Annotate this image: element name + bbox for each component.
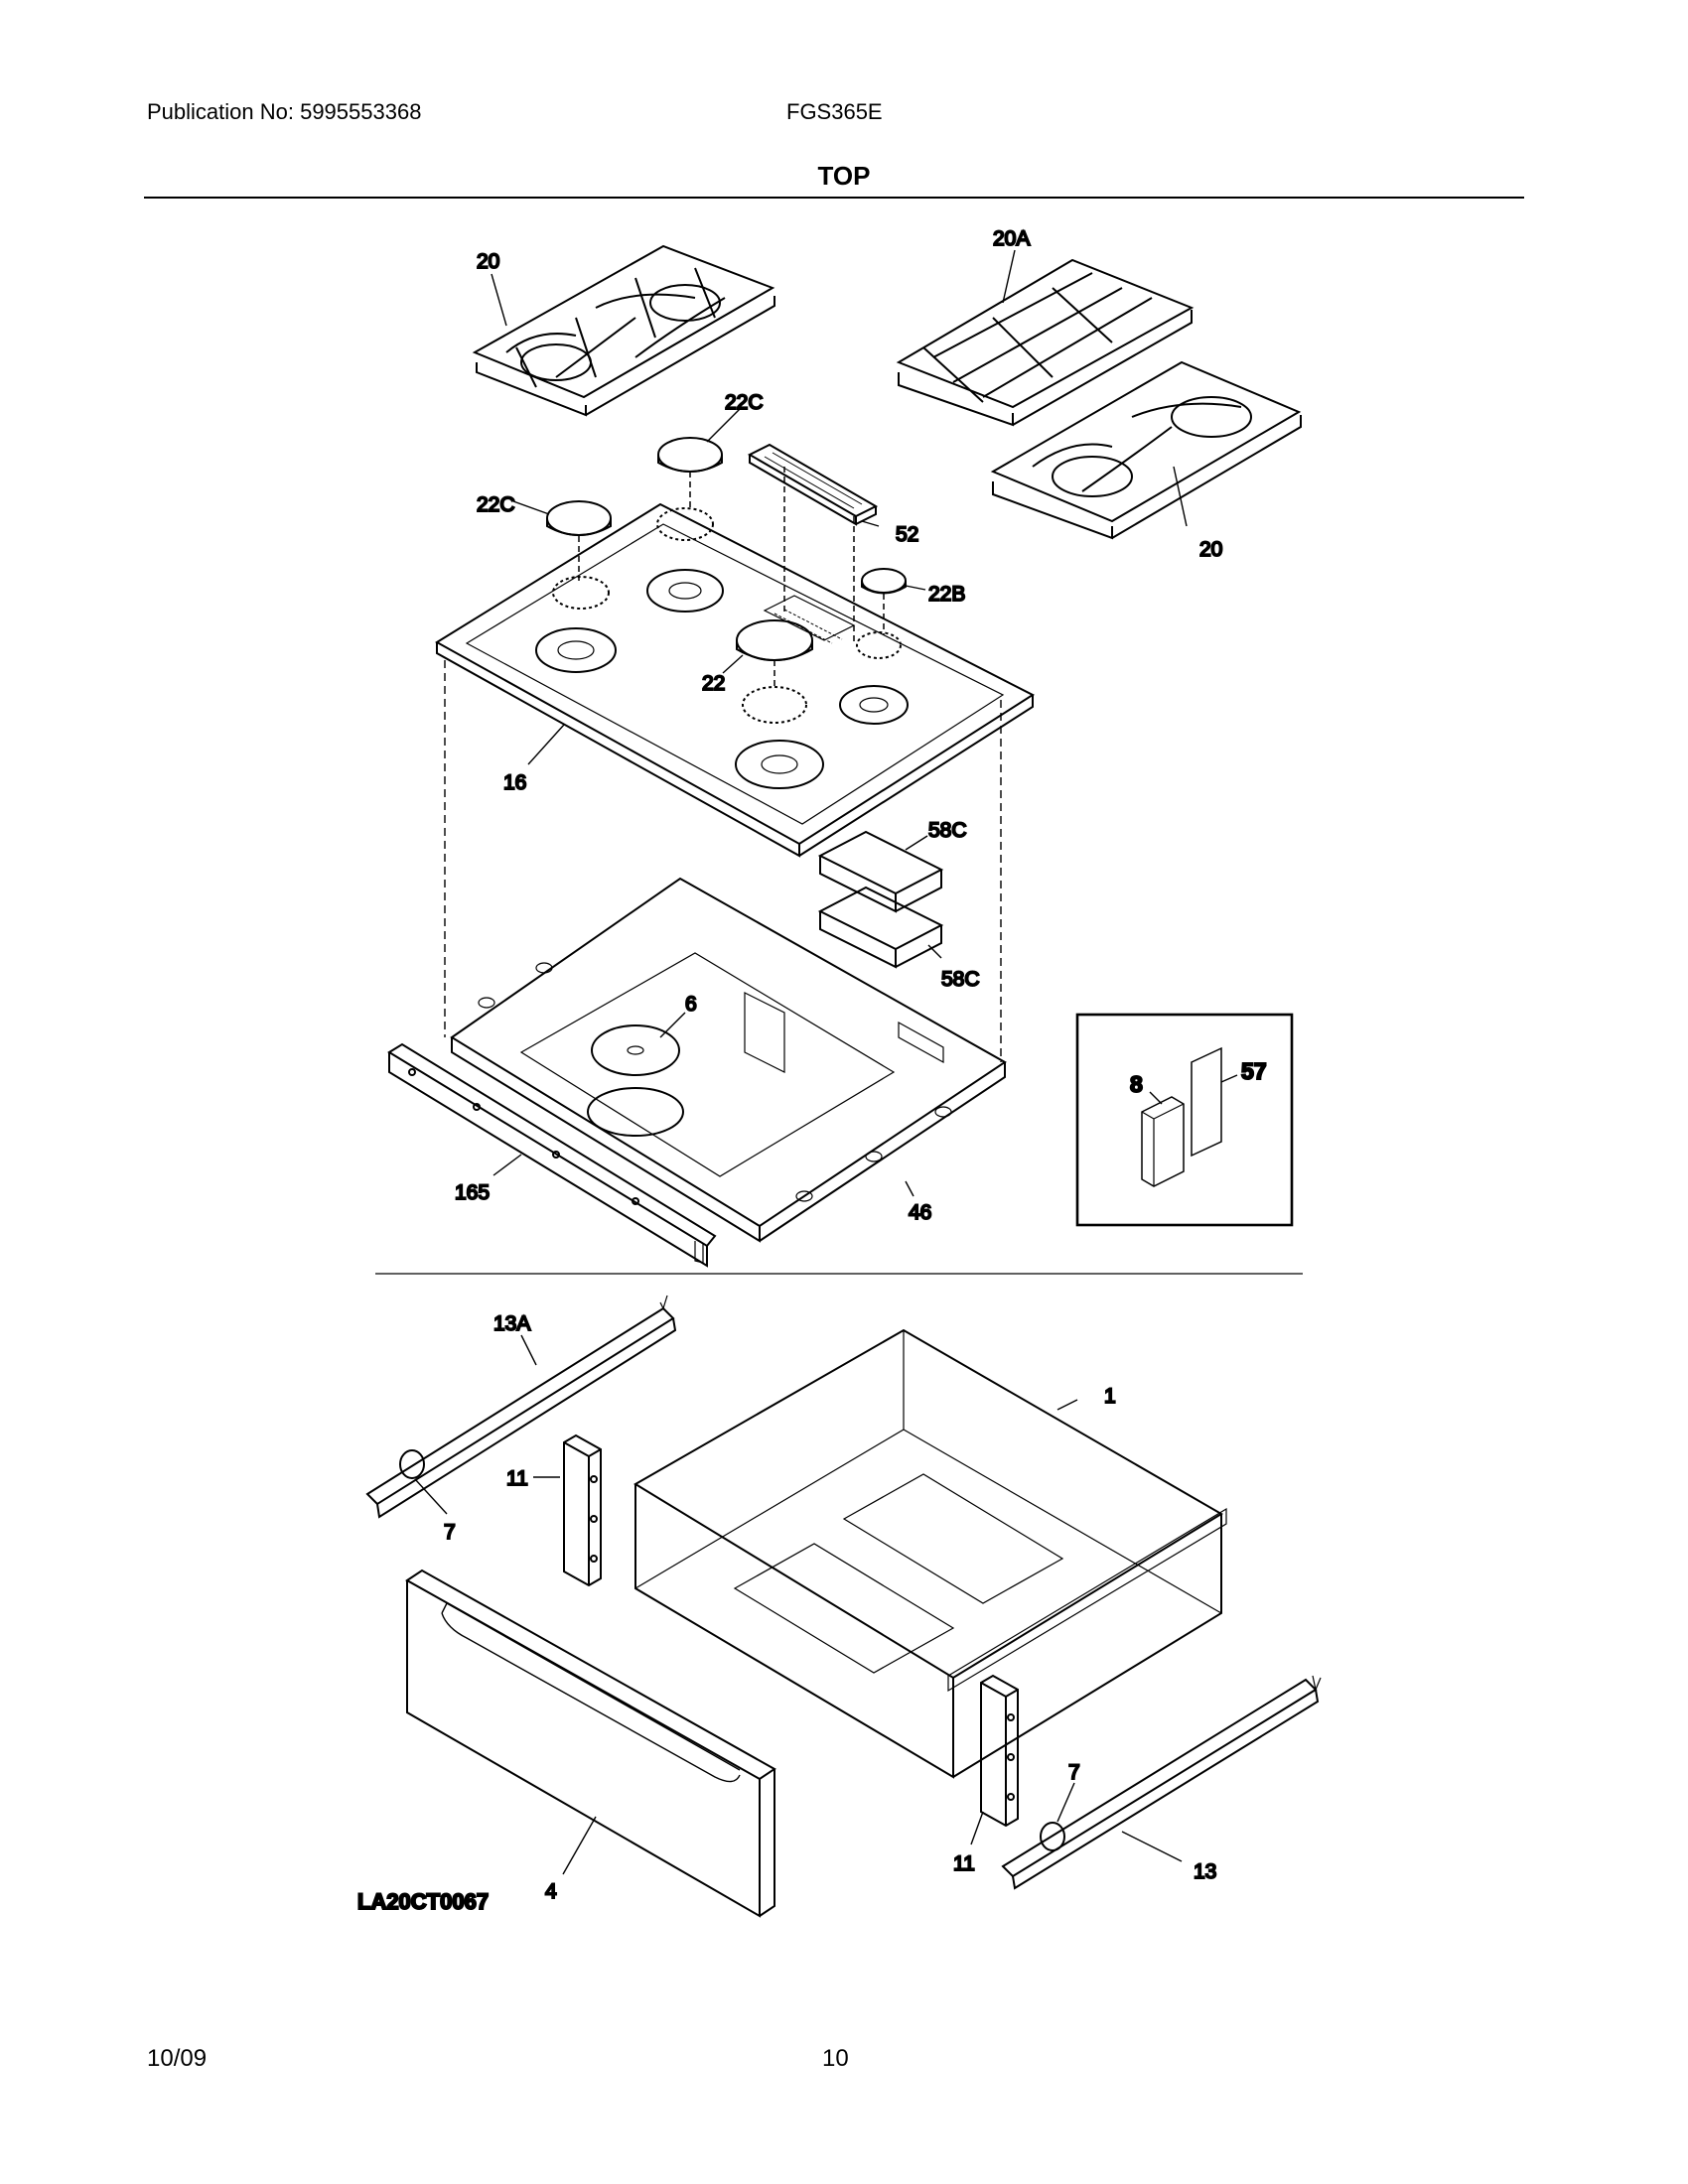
callout-drawer-front: 4 [545,1880,557,1903]
callout-roller-left: 7 [444,1521,456,1544]
callout-grate-right-a: 20A [993,227,1030,250]
insulation-top-drawing [817,830,944,913]
callout-drawer-support-left: 11 [506,1467,528,1490]
callout-grate-right-b: 20 [1199,538,1222,561]
callout-drawer-slide-left: 13A [493,1312,530,1335]
model-number: FGS365E [786,99,883,124]
footer-date: 10/09 [147,2045,208,2072]
callout-roller-right: 7 [1068,1761,1080,1784]
callout-cap-22: 22 [702,672,725,695]
callout-insulation-top: 58C [928,819,967,842]
section-title: TOP [817,161,871,191]
callout-grate-left: 20 [477,250,499,273]
diagram-id: LA20CT0067 [357,1889,489,1914]
grate-right-a-drawing [896,258,1195,427]
callout-insulation-bottom: 58C [941,968,980,991]
inset-box [1075,1013,1294,1227]
callout-drawer-body: 1 [1104,1385,1116,1408]
front-bracket-drawing [387,1042,717,1268]
callout-cap-22c-top: 22C [725,391,764,414]
burner-caps-drawing [546,437,907,724]
callout-burner-box: 46 [909,1201,931,1224]
grate-left-drawing [472,244,775,417]
callout-cooktop: 16 [503,771,526,794]
callout-heat-shield: 6 [685,993,697,1016]
drawer-body-drawing [633,1328,1227,1779]
leader-lines [414,249,1238,1875]
callout-vent-trim: 52 [896,523,918,546]
page-number: 10 [822,2045,849,2072]
drawer-front-drawing [405,1569,776,1918]
publication-number: Publication No: 5995553368 [147,99,422,124]
callout-igniter-switch: 8 [1130,1071,1143,1097]
callout-switch-bracket: 57 [1241,1058,1267,1084]
drawer-slide-left-drawing [365,1295,677,1519]
drawer-slide-right-drawing [1001,1675,1322,1890]
callout-bracket: 165 [455,1181,490,1204]
grate-right-b-drawing [990,360,1302,540]
drawer-support-left-drawing [563,1433,602,1587]
vent-trim-drawing [747,443,879,645]
burner-box-drawing [450,877,1007,1243]
callout-drawer-support-right: 11 [953,1852,975,1875]
header-rule [144,197,1524,199]
drawer-support-right-drawing [980,1674,1019,1828]
alignment-lines [444,660,1002,1062]
callout-cap-22c-left: 22C [477,493,515,516]
cooktop-drawing [435,502,1036,858]
insulation-bottom-drawing [817,886,944,969]
callout-cap-22b: 22B [928,583,965,606]
callout-drawer-slide-right: 13 [1194,1860,1216,1883]
